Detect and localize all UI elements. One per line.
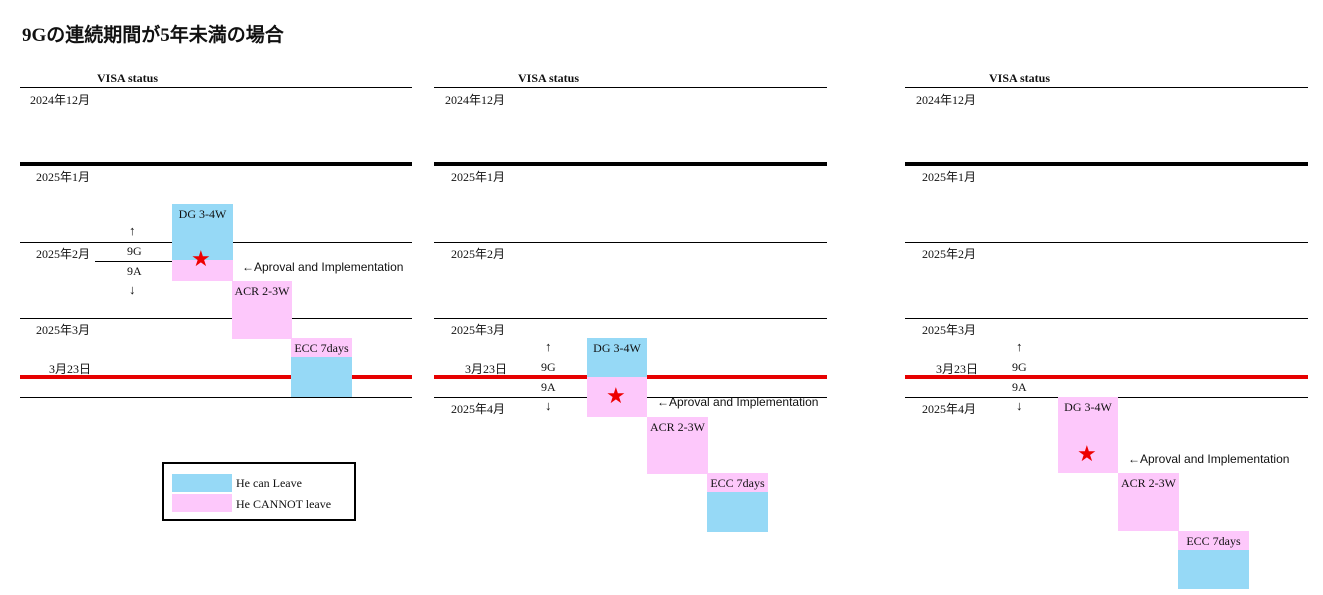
status-9a-label: 9A xyxy=(541,380,556,394)
arrow-up-icon: ↑ xyxy=(545,339,552,354)
ecc-step-label: ECC 7days xyxy=(710,476,765,490)
status-divider xyxy=(95,261,172,262)
visa-status-header: VISA status xyxy=(97,71,159,85)
ecc-step-box: ECC 7days xyxy=(707,473,768,492)
ecc-step-can-leave xyxy=(707,492,768,532)
arrow-down-icon: ↓ xyxy=(545,398,552,413)
month-line-feb xyxy=(905,242,1308,243)
status-9g-label: 9G xyxy=(541,360,556,374)
dg-step-label: DG 3-4W xyxy=(593,341,641,355)
arrow-down-icon: ↓ xyxy=(1016,398,1023,413)
status-9g-label: 9G xyxy=(1012,360,1027,374)
month-label-mar: 2025年3月 xyxy=(451,323,506,337)
acr-step-box: ACR 2-3W xyxy=(647,417,708,474)
legend: He can Leave He CANNOT leave xyxy=(162,462,356,521)
date-marker-label: 3月23日 xyxy=(936,362,979,376)
ecc-step-box: ECC 7days xyxy=(1178,531,1249,550)
month-label-jan: 2025年1月 xyxy=(451,170,506,184)
month-label-apr: 2025年4月 xyxy=(451,402,506,416)
legend-label-can-leave: He can Leave xyxy=(236,476,302,490)
dg-step-box: DG 3-4W xyxy=(587,338,647,377)
month-label-dec: 2024年12月 xyxy=(445,93,506,107)
visa-panel-1: VISA status 2024年12月 2025年1月 2025年2月 202… xyxy=(0,0,430,595)
year-boundary-line xyxy=(20,162,412,166)
legend-swatch-cannot-leave xyxy=(172,494,232,512)
date-marker-label: 3月23日 xyxy=(49,362,92,376)
status-9a-label: 9A xyxy=(127,264,142,278)
star-icon: ★ xyxy=(606,384,626,409)
month-line-mar xyxy=(20,318,412,319)
status-9g-label: 9G xyxy=(127,244,142,258)
dg-step-box: DG 3-4W xyxy=(1058,397,1118,473)
visa-panel-2: VISA status 2024年12月 2025年1月 2025年2月 202… xyxy=(434,71,827,532)
page-title: 9Gの連続期間が5年未満の場合 xyxy=(22,25,284,46)
acr-step-label: ACR 2-3W xyxy=(234,284,290,298)
month-label-apr: 2025年4月 xyxy=(922,402,977,416)
dg-step-cannot-leave xyxy=(587,377,647,417)
month-label-feb: 2025年2月 xyxy=(36,247,91,261)
dg-step-cannot-leave xyxy=(172,260,233,281)
deadline-line xyxy=(905,375,1308,379)
status-9a-label: 9A xyxy=(1012,380,1027,394)
month-line-mar xyxy=(905,318,1308,319)
legend-label-cannot-leave: He CANNOT leave xyxy=(236,497,332,511)
acr-step-label: ACR 2-3W xyxy=(650,420,705,434)
star-icon: ★ xyxy=(191,247,211,272)
star-icon: ★ xyxy=(1077,442,1097,467)
month-label-jan: 2025年1月 xyxy=(36,170,91,184)
month-label-mar: 2025年3月 xyxy=(922,323,977,337)
month-line-mar xyxy=(434,318,827,319)
date-marker-label: 3月23日 xyxy=(465,362,508,376)
ecc-step-label: ECC 7days xyxy=(1186,534,1241,548)
dg-step-label: DG 3-4W xyxy=(178,207,227,221)
year-boundary-line xyxy=(905,162,1308,166)
month-label-mar: 2025年3月 xyxy=(36,323,91,337)
month-line-feb xyxy=(434,242,827,243)
dg-step-box: DG 3-4W xyxy=(172,204,233,260)
deadline-line xyxy=(20,375,412,379)
month-label-feb: 2025年2月 xyxy=(451,247,506,261)
ecc-step-label: ECC 7days xyxy=(294,341,349,355)
year-boundary-line xyxy=(434,162,827,166)
ecc-step-can-leave xyxy=(291,357,352,397)
month-label-dec: 2024年12月 xyxy=(916,93,977,107)
header-line xyxy=(20,87,412,88)
acr-step-box: ACR 2-3W xyxy=(1118,473,1179,531)
dg-step-label: DG 3-4W xyxy=(1064,400,1112,414)
visa-status-header: VISA status xyxy=(518,71,580,85)
month-label-feb: 2025年2月 xyxy=(922,247,977,261)
acr-step-label: ACR 2-3W xyxy=(1121,476,1176,490)
arrow-up-icon: ↑ xyxy=(1016,339,1023,354)
arrow-down-icon: ↓ xyxy=(129,282,136,297)
month-label-dec: 2024年12月 xyxy=(30,93,91,107)
visa-status-header: VISA status xyxy=(989,71,1051,85)
acr-step-box: ACR 2-3W xyxy=(232,281,292,339)
header-line xyxy=(905,87,1308,88)
ecc-step-box: ECC 7days xyxy=(291,338,352,357)
approval-note: ←Aproval and Implementation xyxy=(242,260,404,274)
ecc-step-can-leave xyxy=(1178,550,1249,589)
approval-note: ←Aproval and Implementation xyxy=(657,395,819,409)
arrow-up-icon: ↑ xyxy=(129,223,136,238)
header-line xyxy=(434,87,827,88)
month-line-apr xyxy=(20,397,412,398)
legend-swatch-can-leave xyxy=(172,474,232,492)
month-label-jan: 2025年1月 xyxy=(922,170,977,184)
approval-note: ←Aproval and Implementation xyxy=(1128,452,1290,466)
